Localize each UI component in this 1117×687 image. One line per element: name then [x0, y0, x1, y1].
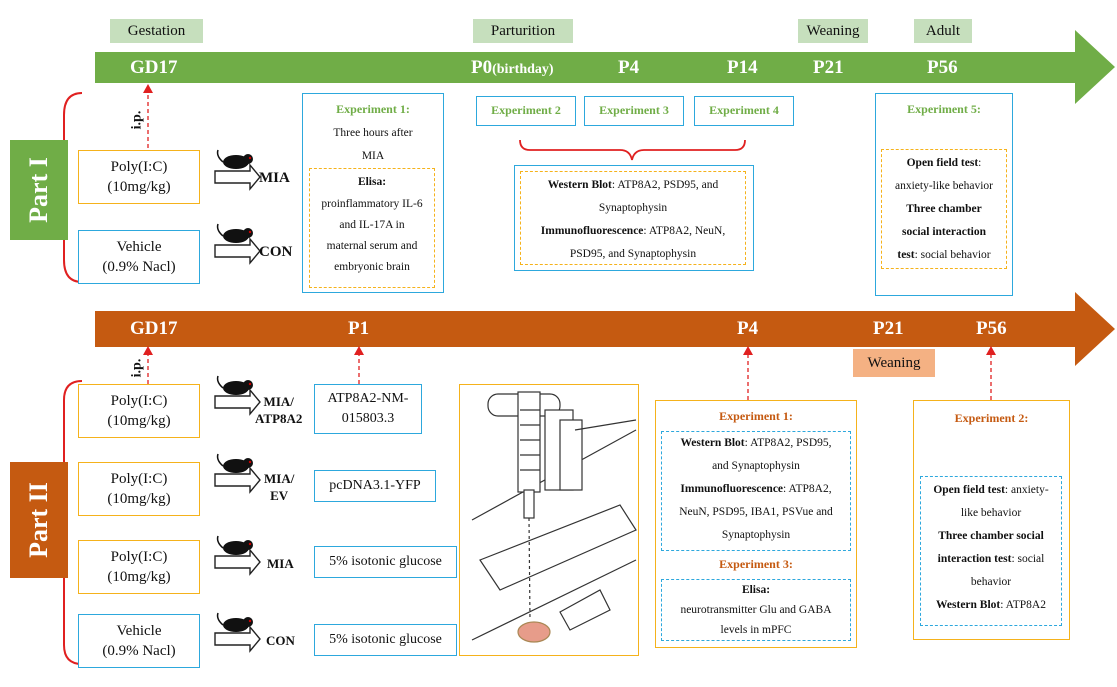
stage-weaning: Weaning: [798, 19, 868, 43]
mouse-icons: [216, 149, 253, 632]
p1-wb-if-dashed: Western Blot: ATP8A2, PSD95, and Synapto…: [520, 171, 746, 265]
tp2-p1: P1: [348, 318, 370, 339]
p2-experiment2-box: Experiment 2: Open field test: anxiety- …: [913, 400, 1070, 640]
p2-group3-treatment: 5% isotonic glucose: [314, 546, 457, 578]
p2-behavior-box: Open field test: anxiety- like behavior …: [920, 476, 1062, 626]
group-vehicle: Vehicle(0.9% Nacl): [78, 230, 200, 284]
p2-group1-treatment: ATP8A2-NM-015803.3: [314, 384, 422, 434]
p2-group4: Vehicle(0.9% Nacl): [78, 614, 200, 668]
p1-experiment4-box: Experiment 4: [694, 96, 794, 126]
stage-adult: Adult: [914, 19, 972, 43]
part1-label: Part I: [10, 140, 68, 240]
tp-p0: P0(birthday): [471, 57, 554, 78]
p2-group3: Poly(I:C)(10mg/kg): [78, 540, 200, 594]
stage2-weaning: Weaning: [853, 349, 935, 377]
p2-group3-label: MIA: [267, 556, 294, 571]
p2-group2-label: MIA/EV: [264, 471, 295, 503]
p1-elisa-box: Elisa: proinflammatory IL-6 and IL-17A i…: [309, 168, 435, 288]
p1-experiment2-box: Experiment 2: [476, 96, 576, 126]
p2-group2-treatment: pcDNA3.1-YFP: [314, 470, 436, 502]
group-mia-label: MIA: [259, 170, 290, 186]
p1-experiment5-box: Experiment 5: Open field test: anxiety-l…: [875, 93, 1013, 296]
stage-gestation: Gestation: [110, 19, 203, 43]
tp2-gd17: GD17: [130, 318, 178, 339]
exp-brace: [519, 139, 746, 161]
p1-wb-if-box: Western Blot: ATP8A2, PSD95, and Synapto…: [514, 165, 754, 271]
illustration-frame: [459, 384, 639, 656]
ip2-label: i.p.: [129, 358, 145, 378]
p2-elisa-box: Elisa: neurotransmitter Glu and GABA lev…: [661, 579, 851, 641]
p2-group1-label: MIA/ATP8A2: [255, 394, 303, 426]
ip-label: i.p.: [129, 110, 145, 130]
stage-parturition: Parturition: [473, 19, 573, 43]
group-polyic: Poly(I:C)(10mg/kg): [78, 150, 200, 204]
tp2-p21: P21: [873, 318, 904, 339]
part2-label: Part II: [10, 462, 68, 578]
tp-p14: P14: [727, 57, 758, 78]
p2-group1: Poly(I:C)(10mg/kg): [78, 384, 200, 438]
tp2-p56: P56: [976, 318, 1007, 339]
tp-p4: P4: [618, 57, 640, 78]
p2-experiment1-box: Experiment 1: Western Blot: ATP8A2, PSD9…: [655, 400, 857, 648]
p1-experiment3-box: Experiment 3: [584, 96, 684, 126]
injection-apparatus-illustration: [471, 391, 637, 643]
p2-group2: Poly(I:C)(10mg/kg): [78, 462, 200, 516]
p1-experiment1-box: Experiment 1: Three hours after MIA Elis…: [302, 93, 444, 293]
p2-group4-label: CON: [266, 633, 295, 648]
p2-group4-treatment: 5% isotonic glucose: [314, 624, 457, 656]
part2-timeline-arrow: [95, 292, 1115, 366]
tp-gd17: GD17: [130, 57, 178, 78]
part1-timeline-arrow: [95, 30, 1115, 104]
tp-p56: P56: [927, 57, 958, 78]
tp-p21: P21: [813, 57, 844, 78]
p1-behavior-box: Open field test: anxiety-like behavior T…: [881, 149, 1007, 269]
tp2-p4: P4: [737, 318, 759, 339]
group-con-label: CON: [259, 244, 293, 260]
p2-wb-if-box: Western Blot: ATP8A2, PSD95, and Synapto…: [661, 431, 851, 551]
